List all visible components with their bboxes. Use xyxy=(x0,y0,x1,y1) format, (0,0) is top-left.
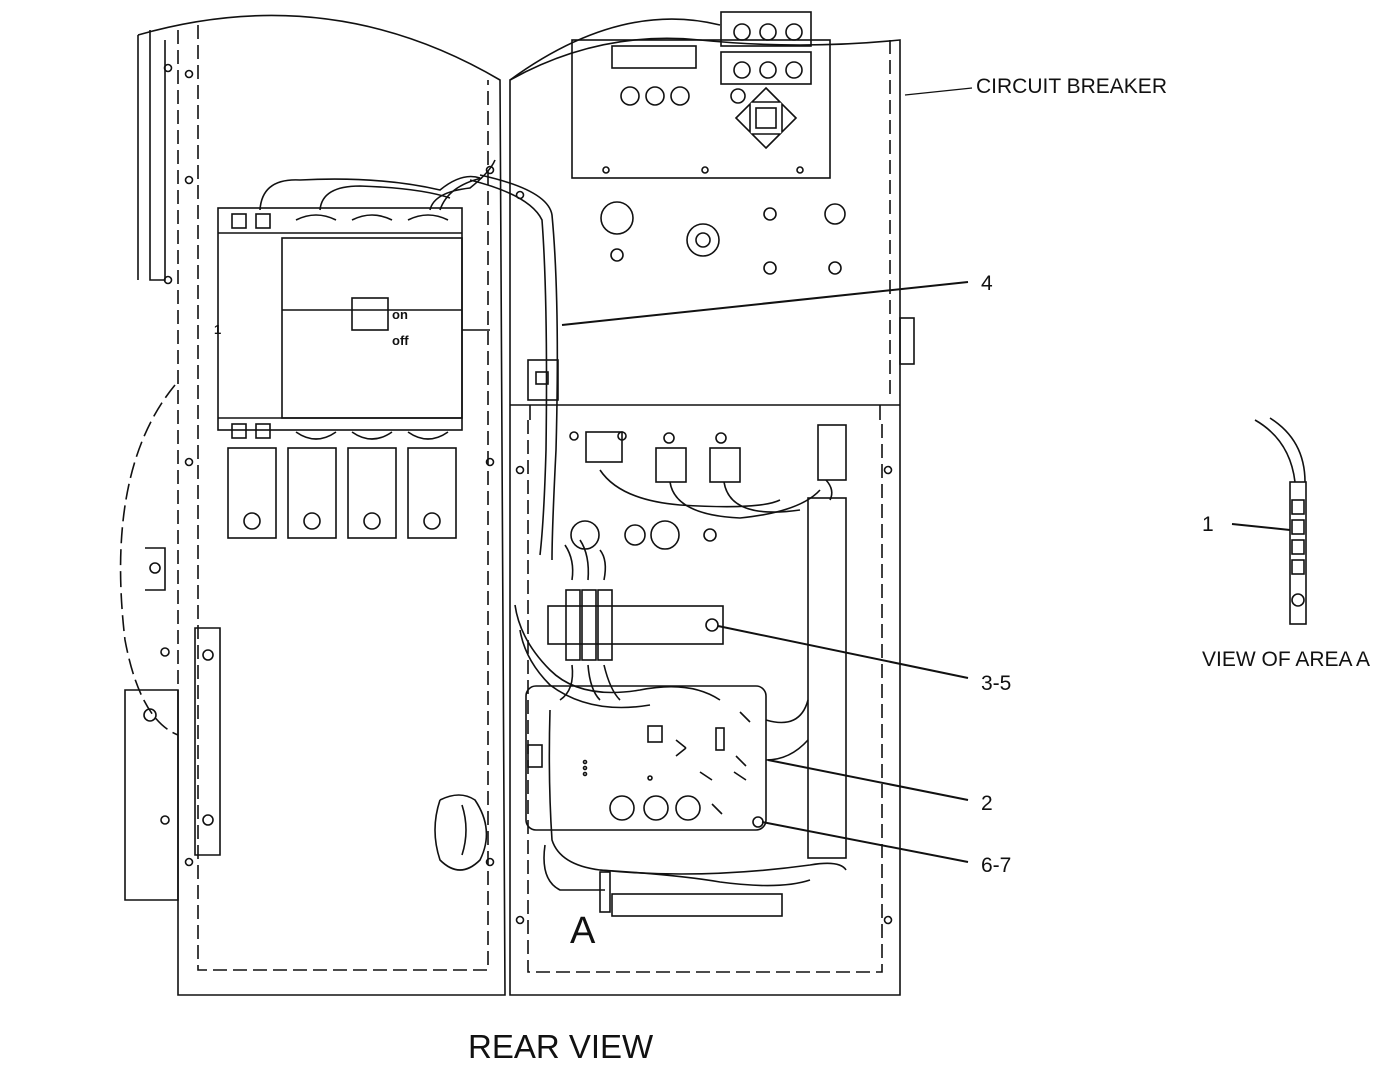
callout-circuit-breaker: CIRCUIT BREAKER xyxy=(976,75,1167,98)
callout-item-3-5: 3-5 xyxy=(981,672,1011,695)
detail-view-area-a xyxy=(1254,417,1307,625)
breaker-off-label: off xyxy=(392,333,409,348)
panel-small-text: 1 xyxy=(214,322,221,337)
area-a-marker: A xyxy=(570,910,596,952)
callout-item-6-7: 6-7 xyxy=(981,854,1011,877)
breaker-on-label: on xyxy=(392,307,408,322)
circuit-breaker xyxy=(217,159,496,539)
callout-item-2: 2 xyxy=(981,792,993,815)
callout-item-1: 1 xyxy=(1202,513,1214,536)
leader-lines xyxy=(561,87,1291,863)
figure-caption: REAR VIEW xyxy=(468,1028,654,1065)
right-cabinet xyxy=(434,11,915,996)
detail-caption: VIEW OF AREA A xyxy=(1202,648,1370,671)
left-cabinet xyxy=(119,14,506,996)
callout-item-4: 4 xyxy=(981,272,993,295)
